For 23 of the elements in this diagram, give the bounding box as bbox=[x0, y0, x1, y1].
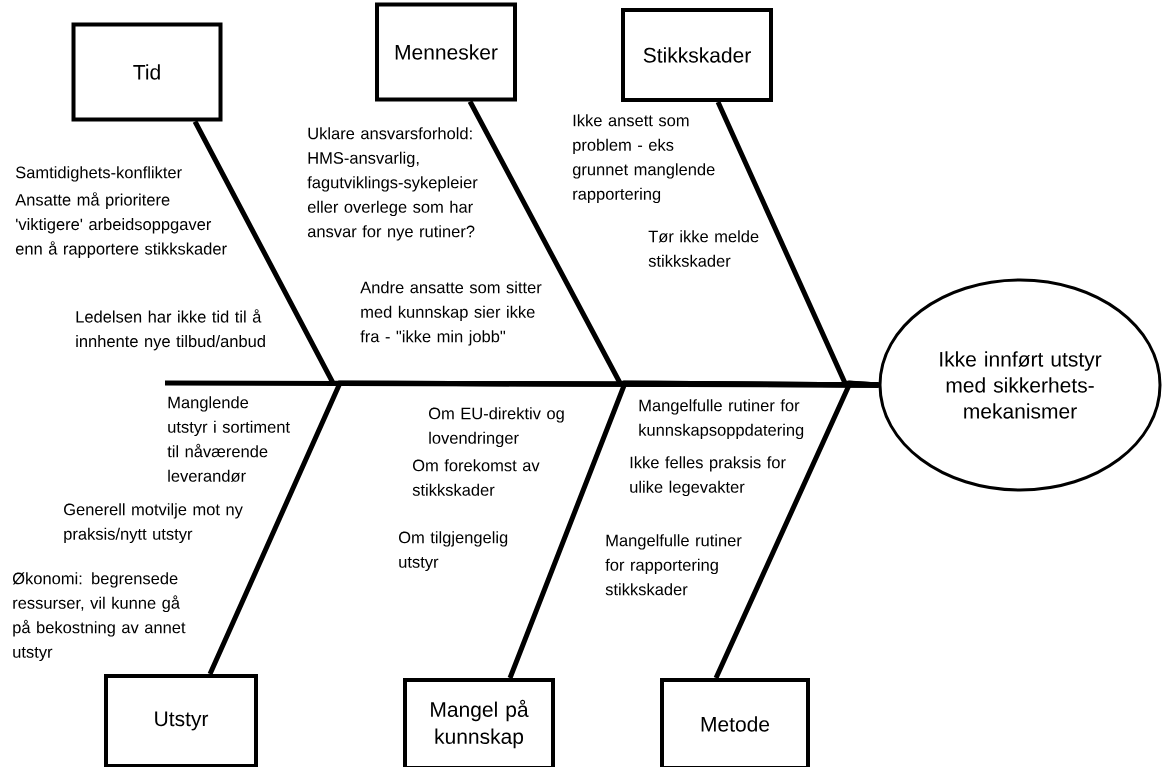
cause-text: Andre ansatte som sitter med kunnskap sier ikke fra - "ikke min jobb" bbox=[360, 281, 542, 346]
category-box: Stikkskader bbox=[621, 8, 773, 102]
cause-text: Om EU-direktiv og lovendringer bbox=[429, 407, 564, 448]
category-box: Mangel på kunnskap bbox=[403, 678, 555, 767]
cause-text: Om tilgjengelig utstyr bbox=[399, 531, 508, 572]
cause-text: Om forekomst av stikkskader bbox=[412, 459, 540, 496]
spine-line bbox=[165, 380, 879, 388]
category-box: Mennesker bbox=[375, 2, 517, 102]
cause-text: Manglende utstyr i sortiment til nåværende leverandør bbox=[167, 396, 290, 482]
cause-text: Uklare ansvarsforhold: HMS-ansvarlig, fagutviklings-sykepleier eller overlege som har ansvar for nye rutiner? bbox=[307, 127, 478, 241]
cause-text: Ansatte må prioritere 'viktigere' arbeidsoppgaver enn å rapportere stikkskader bbox=[15, 192, 227, 258]
cause-text: Ikke felles praksis for ulike legevakter bbox=[630, 456, 786, 497]
category-box: Metode bbox=[660, 678, 810, 767]
category-box: Tid bbox=[71, 22, 223, 122]
cause-text: Mangelfulle rutiner for rapportering stikkskader bbox=[605, 534, 742, 596]
cause-text: Samtidighets-konflikter bbox=[15, 166, 182, 182]
cause-text: Ikke ansett som problem - eks grunnet manglende rapportering bbox=[572, 114, 715, 204]
cause-text: Økonomi: begrensede ressurser, vil kunne gå på bekostning av annet utstyr bbox=[12, 572, 186, 662]
category-box: Utstyr bbox=[104, 674, 258, 767]
cause-text: Tør ikke melde stikkskader bbox=[648, 230, 759, 267]
cause-text: Generell motvilje mot ny praksis/nytt utstyr bbox=[64, 503, 243, 544]
cause-text: Mangelfulle rutiner for kunnskapsoppdatering bbox=[639, 399, 804, 440]
cause-text: Ledelsen har ikke tid til å innhente nye tilbud/anbud bbox=[76, 309, 265, 351]
